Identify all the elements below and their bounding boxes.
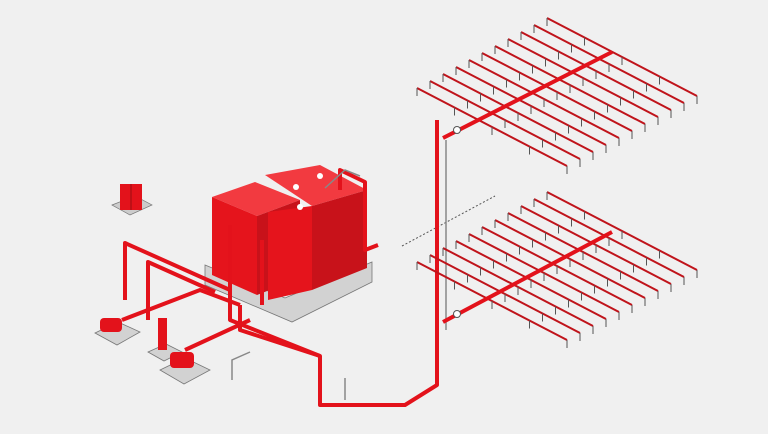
tank-hatch-icon — [317, 173, 323, 179]
flow-switch-icon — [453, 310, 461, 318]
cross-main-pipe — [442, 50, 613, 140]
supply-piping — [121, 120, 439, 407]
flow-switch-icon — [453, 126, 461, 134]
pump-2 — [159, 352, 211, 385]
water-tank-right — [265, 165, 367, 300]
sprinkler-grids — [416, 17, 698, 348]
tank-hatch-icon — [293, 184, 299, 190]
pump-1 — [94, 318, 141, 346]
tank-hatch-icon — [297, 204, 303, 210]
tank-base — [204, 261, 373, 323]
drain-piping — [231, 140, 447, 400]
cross-main-pipe — [442, 230, 613, 324]
control-cabinet — [111, 184, 153, 216]
floor-divider-line — [401, 195, 496, 247]
